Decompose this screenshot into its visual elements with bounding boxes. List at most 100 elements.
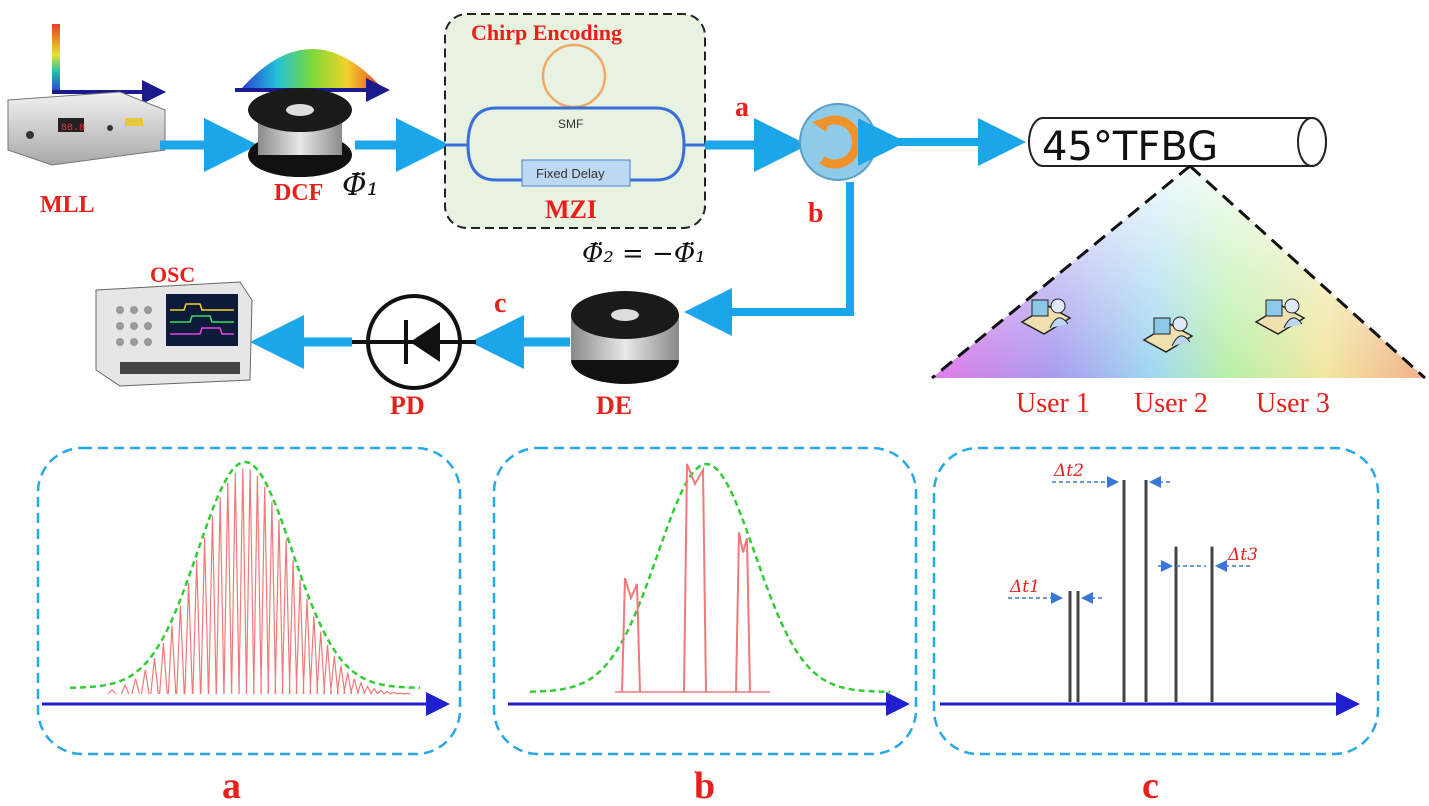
fringe [376, 689, 385, 695]
delta-t3-label: Δt3 [1227, 545, 1258, 565]
fringe [192, 560, 202, 695]
delta-t2-label: Δt2 [1053, 461, 1084, 481]
fringe [245, 469, 255, 695]
panel-a-caption: a [222, 765, 241, 806]
fringe [223, 482, 233, 695]
dcf-dispersion: Φ̈₁ [342, 168, 379, 203]
panel-c-pulses [1068, 480, 1214, 702]
fringe [302, 598, 312, 695]
fringe [309, 616, 319, 695]
panel-b-caption: b [694, 765, 715, 806]
broadened-spectrum-icon [242, 49, 382, 88]
de-dispersion: Φ̈₂ = −Φ̈₁ [582, 239, 706, 269]
de-label: DE [596, 391, 632, 420]
mll-device: 88.8 MLL [7, 24, 166, 218]
filtered-band [683, 463, 707, 693]
point-b-label: b [808, 198, 824, 229]
user-2: User 2 [1134, 316, 1208, 419]
delay-marker-2: Δt2 [1052, 461, 1170, 488]
dcf-label: DCF [274, 180, 323, 206]
panel-a-envelope [69, 460, 421, 690]
mzi-title: Chirp Encoding [471, 20, 622, 45]
user-workstation-icon [1142, 316, 1194, 353]
mll-label: MLL [40, 192, 95, 218]
svg-text:88.8: 88.8 [61, 123, 85, 134]
fringe [267, 501, 277, 695]
fringe [260, 486, 269, 695]
fringe [215, 497, 225, 695]
panel-b-bands [615, 463, 770, 693]
mzi-block: Chirp Encoding SMF Fixed Delay MZI [444, 13, 706, 229]
osc-screen [166, 294, 238, 346]
fringe [356, 681, 366, 695]
point-a-label: a [735, 92, 749, 123]
fringe [336, 665, 346, 695]
mzi-lower-arm-label: Fixed Delay [536, 166, 605, 181]
fringe [176, 605, 185, 695]
laser-box-icon [7, 91, 166, 166]
circulator-arrow-icon [819, 115, 862, 169]
fringe [363, 684, 372, 695]
panel-b: b [492, 446, 918, 806]
fringe [329, 656, 339, 695]
dcf-spool: DCF Φ̈₁ [235, 49, 390, 206]
panel-b-envelope [529, 462, 890, 694]
user-workstation-icon [1020, 298, 1072, 335]
user-3: User 3 [1254, 298, 1330, 419]
fringe [288, 559, 298, 695]
fringe [200, 537, 209, 695]
fringe [281, 539, 291, 695]
fringe [120, 683, 130, 695]
fringe [140, 669, 150, 695]
fixed-delay-box [521, 159, 631, 187]
user-workstation-icon [1254, 298, 1306, 335]
de-spool: Φ̈₂ = −Φ̈₁ DE [571, 239, 706, 420]
fringe [184, 583, 193, 695]
user-1-label: User 1 [1016, 388, 1090, 419]
tfbg-label: 45°TFBG [1042, 124, 1218, 170]
delay-marker-3: Δt3 [1158, 545, 1258, 572]
panel-c-caption: c [1142, 765, 1159, 806]
point-c-label: c [494, 288, 506, 319]
fringe [159, 643, 168, 695]
fringe [323, 644, 332, 695]
photodetector: PD [352, 294, 476, 420]
fringe [295, 579, 305, 695]
delay-marker-1: Δt1 [1008, 577, 1102, 604]
fringe [231, 472, 240, 695]
fiber-arrow-circulator-de [684, 182, 854, 336]
fringe [369, 687, 379, 695]
oscilloscope: OSC [95, 262, 253, 387]
panel-a-fringes [107, 468, 411, 695]
mzi-upper-arm-label: SMF [558, 117, 583, 131]
pd-label: PD [390, 391, 425, 420]
fringe [131, 678, 140, 695]
fringe [167, 625, 177, 695]
fringe [350, 678, 359, 695]
fringe [253, 475, 262, 695]
pulse-spectrum-icon [52, 24, 60, 92]
circulator [799, 103, 877, 181]
mzi-label: MZI [545, 195, 597, 224]
fringe [274, 519, 284, 695]
osc-label: OSC [150, 262, 195, 287]
fringe [389, 691, 398, 695]
fringe [383, 690, 392, 695]
fringe [402, 692, 411, 695]
panel-c: Δt1 Δt2 Δt3 c [932, 446, 1380, 806]
filtered-band [621, 577, 641, 693]
fringe [396, 692, 405, 695]
fringe [208, 515, 217, 695]
fringe [150, 657, 159, 695]
fringe [316, 631, 326, 695]
user-3-label: User 3 [1256, 388, 1330, 419]
fringe [343, 672, 353, 695]
filtered-band [735, 532, 751, 693]
tfbg-fan [931, 164, 1427, 380]
user-2-label: User 2 [1134, 388, 1208, 419]
user-1: User 1 [1016, 298, 1090, 419]
delta-t1-label: Δt1 [1009, 577, 1040, 597]
tfbg: 45°TFBG [1028, 117, 1327, 170]
fringe [107, 688, 117, 695]
